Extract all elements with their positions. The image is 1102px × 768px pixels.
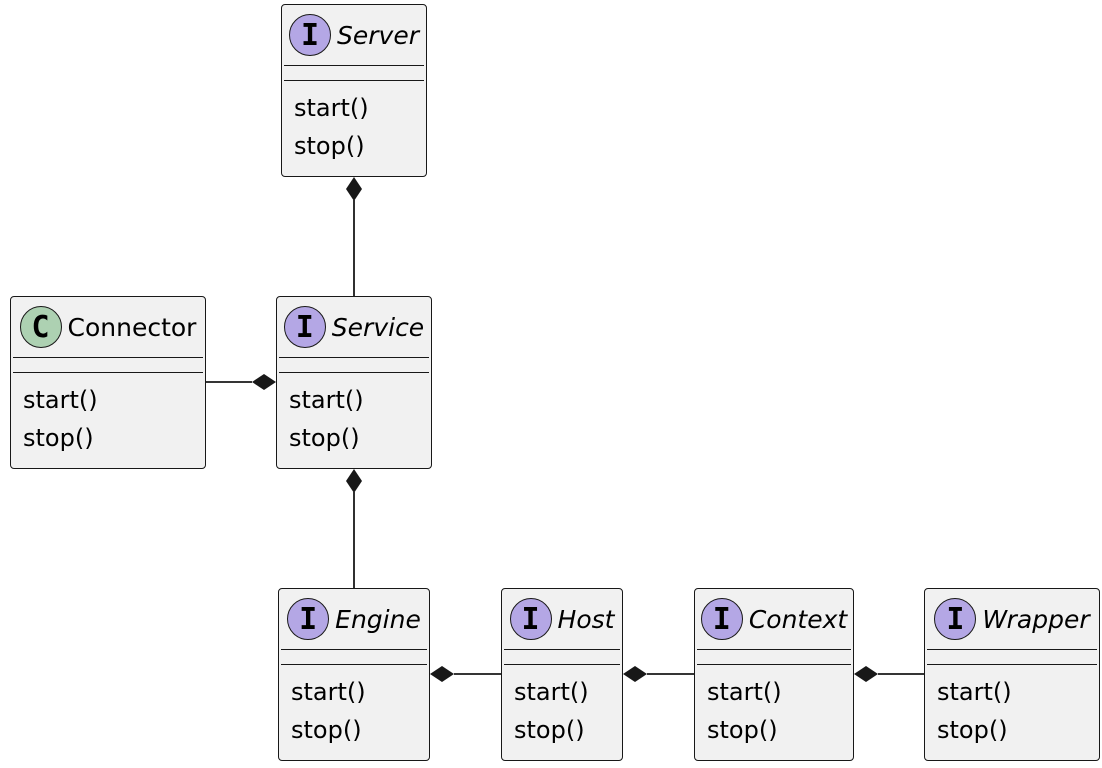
method-start: start() — [23, 386, 98, 414]
class-name: Wrapper — [982, 604, 1090, 634]
divider — [284, 80, 424, 81]
class-name: Context — [748, 604, 848, 634]
class-header: I Server — [282, 5, 426, 65]
composition-diamond — [346, 177, 362, 201]
method-list: start() stop() — [695, 665, 853, 749]
divider — [281, 649, 427, 650]
method-start: start() — [291, 678, 366, 706]
divider — [284, 65, 424, 66]
method-start: start() — [707, 678, 782, 706]
divider — [697, 649, 851, 650]
divider — [927, 664, 1097, 665]
class-box-service: I Service start() stop() — [276, 296, 432, 469]
class-name: Engine — [335, 604, 421, 634]
interface-stereotype-icon: I — [700, 598, 743, 640]
class-box-engine: I Engine start() stop() — [278, 588, 430, 761]
class-header: I Service — [277, 297, 431, 357]
method-list: start() stop() — [282, 81, 426, 165]
composition-server-service — [346, 177, 362, 296]
composition-service-connector — [206, 374, 276, 390]
method-stop: stop() — [514, 716, 585, 744]
class-box-context: I Context start() stop() — [694, 588, 854, 761]
composition-diamond — [346, 469, 362, 493]
method-list: start() stop() — [11, 373, 205, 457]
composition-host-context — [623, 666, 694, 682]
method-stop: stop() — [707, 716, 778, 744]
class-box-connector: C Connector start() stop() — [10, 296, 206, 469]
method-start: start() — [514, 678, 589, 706]
method-stop: stop() — [23, 424, 94, 452]
class-header: I Wrapper — [925, 589, 1099, 649]
divider — [13, 372, 203, 373]
divider — [279, 372, 429, 373]
method-list: start() stop() — [502, 665, 622, 749]
method-list: start() stop() — [279, 665, 429, 749]
class-name: Server — [337, 20, 419, 50]
divider — [279, 357, 429, 358]
class-header: I Context — [695, 589, 853, 649]
class-name: Host — [557, 604, 615, 634]
divider — [697, 664, 851, 665]
class-box-wrapper: I Wrapper start() stop() — [924, 588, 1100, 761]
divider — [504, 649, 620, 650]
interface-stereotype-icon: I — [283, 306, 326, 348]
method-stop: stop() — [294, 132, 365, 160]
divider — [281, 664, 427, 665]
method-stop: stop() — [291, 716, 362, 744]
method-start: start() — [294, 94, 369, 122]
class-stereotype-icon: C — [19, 306, 62, 348]
interface-stereotype-icon: I — [509, 598, 552, 640]
method-start: start() — [289, 386, 364, 414]
composition-diamond — [430, 666, 454, 682]
method-start: start() — [937, 678, 1012, 706]
class-header: I Engine — [279, 589, 429, 649]
composition-diamond — [623, 666, 647, 682]
method-stop: stop() — [937, 716, 1008, 744]
composition-engine-host — [430, 666, 501, 682]
divider — [13, 357, 203, 358]
class-header: I Host — [502, 589, 622, 649]
interface-stereotype-icon: I — [287, 598, 330, 640]
composition-service-engine — [346, 469, 362, 588]
class-header: C Connector — [11, 297, 205, 357]
method-list: start() stop() — [925, 665, 1099, 749]
class-name: Connector — [67, 312, 197, 342]
divider — [504, 664, 620, 665]
interface-stereotype-icon: I — [934, 598, 977, 640]
composition-diamond — [252, 374, 276, 390]
composition-diamond — [854, 666, 878, 682]
divider — [927, 649, 1097, 650]
class-name: Service — [331, 312, 425, 342]
method-stop: stop() — [289, 424, 360, 452]
class-box-server: I Server start() stop() — [281, 4, 427, 177]
composition-context-wrapper — [854, 666, 924, 682]
method-list: start() stop() — [277, 373, 431, 457]
class-box-host: I Host start() stop() — [501, 588, 623, 761]
interface-stereotype-icon: I — [289, 14, 331, 56]
